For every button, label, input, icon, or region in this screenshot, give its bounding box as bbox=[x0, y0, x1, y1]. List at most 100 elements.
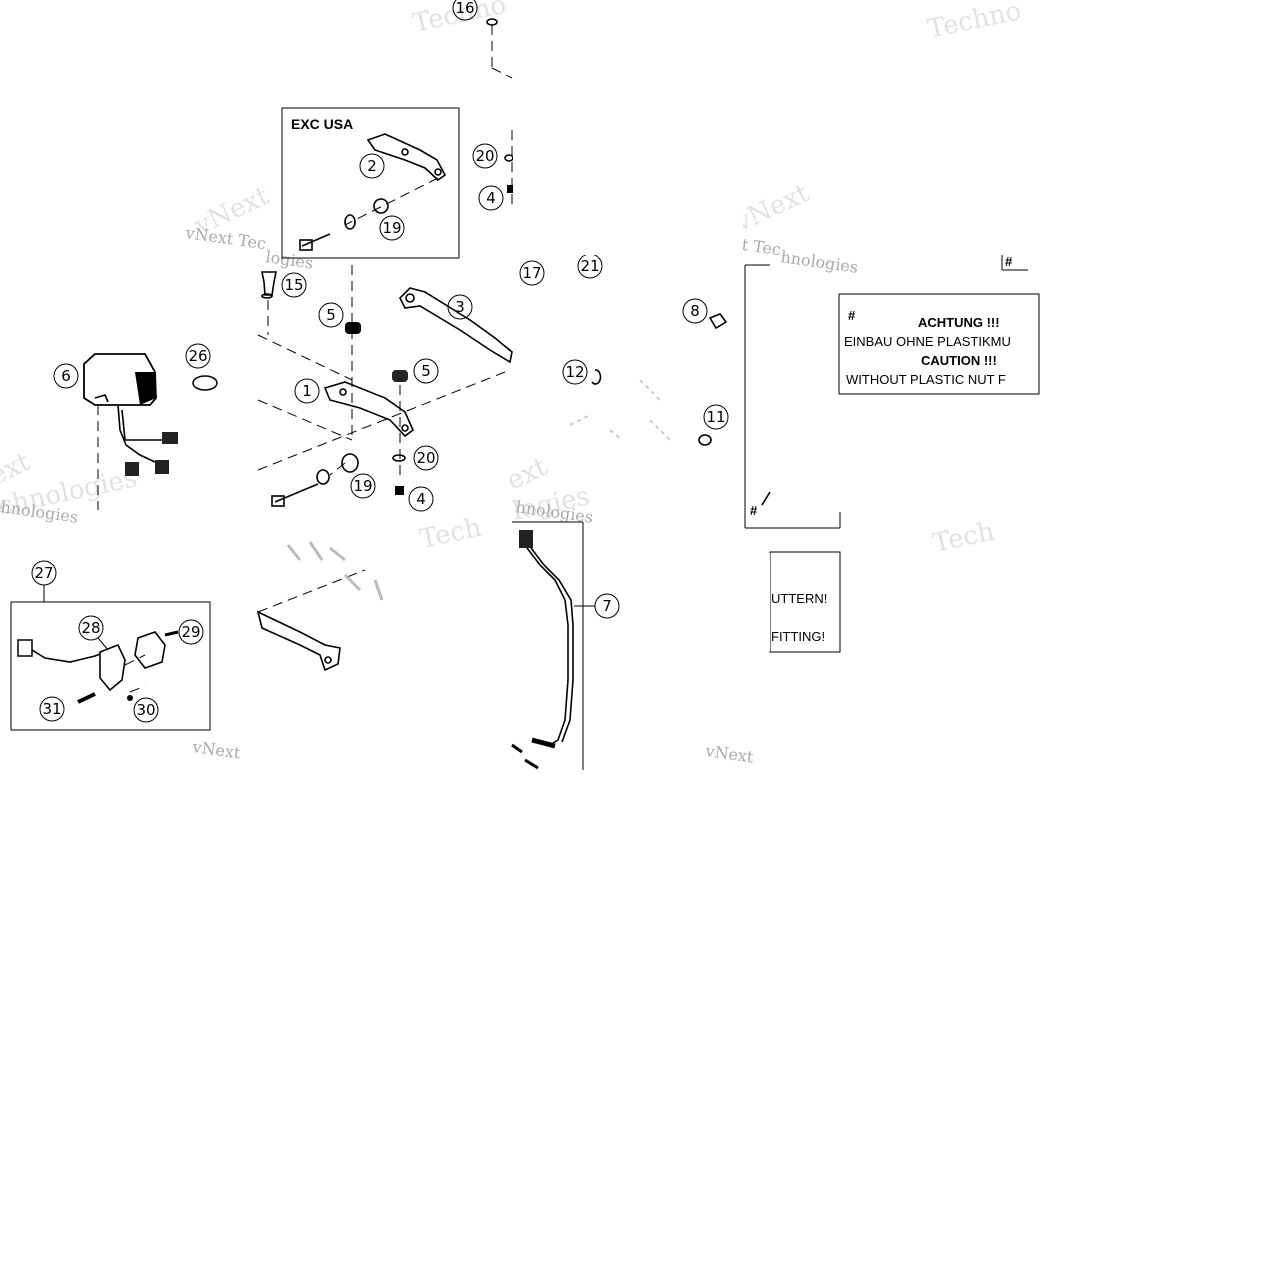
spacer-part bbox=[316, 469, 330, 485]
svg-text:19: 19 bbox=[382, 219, 401, 237]
washer-20-part bbox=[392, 454, 406, 462]
notice-area: # # ACHTUNG !!! EINBAU OHNE PLASTIKMU CA… bbox=[744, 254, 1040, 653]
fragment-text-2: FITTING! bbox=[771, 629, 825, 644]
svg-text:20: 20 bbox=[475, 147, 494, 165]
speedometer-assembly bbox=[83, 353, 218, 510]
nut-part bbox=[507, 185, 513, 193]
callout-17: 17 bbox=[519, 260, 545, 286]
hash-mark: # bbox=[750, 503, 758, 518]
inset-title: EXC USA bbox=[291, 116, 353, 132]
connector-part bbox=[155, 460, 169, 474]
notice-box bbox=[838, 293, 1040, 395]
hash-mark: # bbox=[1005, 254, 1013, 269]
screw-part bbox=[301, 233, 331, 247]
cable-connector-part bbox=[519, 530, 533, 548]
leader-line bbox=[97, 637, 109, 651]
watermark-text: hnologies bbox=[779, 247, 859, 277]
bracket-1-part bbox=[323, 381, 414, 438]
main-assembly bbox=[256, 265, 513, 672]
callout-30: 30 bbox=[133, 697, 159, 723]
lower-bracket-part bbox=[256, 610, 341, 672]
connector-part bbox=[162, 432, 178, 444]
dash-line bbox=[491, 67, 513, 79]
callout-8: 8 bbox=[682, 298, 708, 324]
svg-text:4: 4 bbox=[416, 490, 426, 508]
dash-line bbox=[257, 334, 353, 381]
grommet-part bbox=[373, 198, 389, 214]
callout-29: 29 bbox=[178, 619, 204, 645]
washer-part bbox=[261, 293, 273, 299]
callout-26: 26 bbox=[185, 343, 211, 369]
callout-4: 4 bbox=[408, 486, 434, 512]
svg-text:15: 15 bbox=[284, 276, 303, 294]
nut-8-part bbox=[708, 313, 728, 330]
svg-text:28: 28 bbox=[81, 619, 100, 637]
watermark-text: logies bbox=[264, 247, 314, 272]
notice-line-4: WITHOUT PLASTIC NUT F bbox=[846, 372, 1006, 387]
callout-21: 21 bbox=[577, 253, 603, 279]
notice-line-3: CAUTION !!! bbox=[921, 353, 997, 368]
cable-7-part bbox=[530, 547, 574, 743]
bolt-15-part bbox=[261, 271, 277, 296]
fragment-text-1: UTTERN! bbox=[771, 591, 827, 606]
fragment-mask bbox=[760, 553, 770, 651]
mask-layer bbox=[513, 0, 743, 255]
callout-28: 28 bbox=[78, 615, 104, 641]
watermark-text: Tech bbox=[930, 517, 997, 559]
bracket-2-part bbox=[366, 133, 447, 182]
speedometer-side bbox=[135, 372, 156, 405]
notice-hash: # bbox=[848, 308, 856, 323]
callout-5: 5 bbox=[318, 302, 344, 328]
callout-11: 11 bbox=[703, 404, 729, 430]
faded-hardware bbox=[569, 379, 671, 441]
grommet-5-part bbox=[345, 322, 361, 334]
screw-head-part bbox=[299, 239, 313, 251]
svg-text:1: 1 bbox=[302, 382, 312, 400]
callout-19: 19 bbox=[350, 473, 376, 499]
bracket-hole bbox=[405, 293, 415, 303]
wire-part bbox=[121, 409, 165, 441]
sensor-wire-part bbox=[31, 649, 106, 663]
callout-layer: 16 18 21 2 20 4 19 17 21 15 3 8 5 6 26 1… bbox=[31, 0, 729, 723]
callout-16: 16 bbox=[452, 0, 478, 21]
callout-19: 19 bbox=[379, 215, 405, 241]
inset-box-27 bbox=[10, 601, 211, 731]
svg-text:27: 27 bbox=[34, 564, 53, 582]
callout-3: 3 bbox=[447, 294, 473, 320]
hardware-fragment bbox=[761, 491, 771, 506]
dash-line bbox=[129, 685, 146, 693]
callout-15: 15 bbox=[281, 272, 307, 298]
svg-text:29: 29 bbox=[181, 623, 200, 641]
dash-line bbox=[329, 462, 346, 476]
watermark-text: vNext bbox=[703, 741, 755, 767]
svg-text:17: 17 bbox=[522, 264, 541, 282]
sensor-inset bbox=[10, 585, 211, 731]
grommet-5-part bbox=[392, 370, 408, 382]
spacer-part bbox=[344, 214, 356, 230]
dash-line bbox=[344, 177, 439, 226]
dash-line bbox=[257, 371, 506, 471]
svg-text:19: 19 bbox=[353, 477, 372, 495]
svg-text:8: 8 bbox=[690, 302, 700, 320]
callout-20: 20 bbox=[413, 445, 439, 471]
sensor-connector-part bbox=[17, 639, 33, 657]
screw-head-part bbox=[271, 495, 285, 507]
dash-line bbox=[257, 569, 366, 613]
callout-4: 4 bbox=[478, 185, 504, 211]
svg-text:12: 12 bbox=[565, 363, 584, 381]
svg-text:21: 21 bbox=[580, 257, 599, 275]
callout-1: 1 bbox=[294, 378, 320, 404]
screw-part bbox=[274, 483, 319, 503]
cap-26-part bbox=[192, 375, 218, 391]
callout-5: 5 bbox=[413, 358, 439, 384]
nut-4-part bbox=[395, 486, 404, 495]
bracket-hole bbox=[339, 388, 347, 396]
callout-12: 12 bbox=[562, 359, 588, 385]
svg-text:20: 20 bbox=[416, 449, 435, 467]
watermark-text: Tech bbox=[417, 513, 484, 555]
watermark-text: vNext bbox=[190, 737, 242, 763]
cable-end-part bbox=[531, 737, 556, 749]
svg-text:11: 11 bbox=[706, 408, 725, 426]
exc-usa-inset: EXC USA bbox=[281, 107, 460, 259]
